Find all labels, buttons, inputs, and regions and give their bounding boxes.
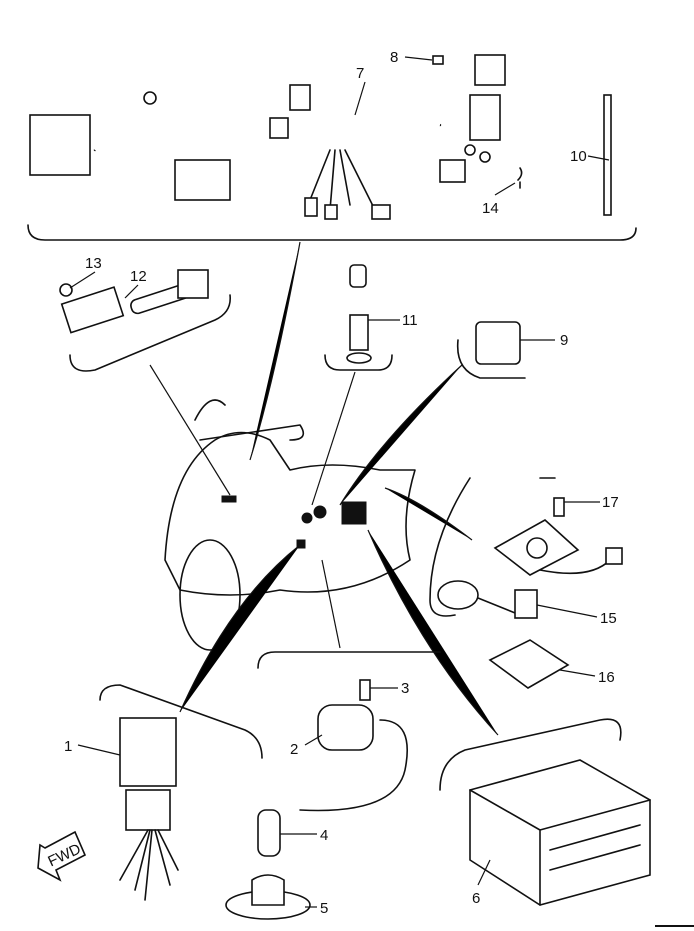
part-16-gasket	[488, 639, 570, 689]
callout-8: 8	[390, 49, 398, 66]
callout-13: 13	[85, 255, 102, 272]
group-bracket-12	[69, 294, 232, 372]
group-bracket-1	[99, 684, 263, 759]
callout-17: 17	[602, 494, 619, 511]
callout-2: 2	[290, 741, 298, 758]
part-4-plug-cap	[257, 809, 281, 857]
callout-11: 11	[402, 312, 418, 329]
callout-15: 15	[600, 610, 617, 627]
group-bracket-2	[257, 651, 441, 669]
callout-14: 14	[482, 200, 499, 217]
callout-7: 7	[356, 65, 364, 82]
part-1-cdi-unit	[119, 717, 179, 901]
part-6-battery	[469, 759, 651, 906]
callout-9: 9	[560, 332, 568, 349]
part-14-clamp	[517, 167, 523, 189]
group-bracket-6	[439, 718, 622, 791]
callout-3: 3	[401, 680, 409, 697]
group-bracket-11	[324, 354, 393, 371]
frame-mark	[655, 925, 694, 927]
part-12-sensor	[59, 269, 209, 334]
part-11-switch	[346, 264, 372, 364]
group-bracket-9	[456, 339, 526, 379]
callouts: 7 8 10 14 13 12 11 9 17 15 16 3 2 1 4 5 …	[64, 49, 619, 917]
part-15-fuel-sender	[437, 519, 623, 619]
callout-5: 5	[320, 900, 328, 917]
scooter-outline	[164, 399, 416, 651]
part-10-band	[603, 94, 612, 216]
callout-1: 1	[64, 738, 72, 755]
harness-group-bracket	[27, 224, 637, 241]
wire-harness	[29, 54, 506, 220]
part-9-relay	[475, 321, 521, 365]
group-bracket-15	[429, 477, 471, 617]
callout-16: 16	[598, 669, 615, 686]
part-5-cap	[225, 874, 311, 920]
part-17-screw	[553, 497, 565, 517]
callout-10: 10	[570, 148, 587, 165]
fwd-direction-arrow: FWD	[37, 830, 87, 882]
leader-connections	[149, 241, 499, 736]
callout-4: 4	[320, 827, 328, 844]
callout-6: 6	[472, 890, 480, 907]
callout-12: 12	[130, 268, 147, 285]
part-2-ignition-coil	[299, 679, 409, 812]
part-8-clip	[432, 55, 444, 65]
